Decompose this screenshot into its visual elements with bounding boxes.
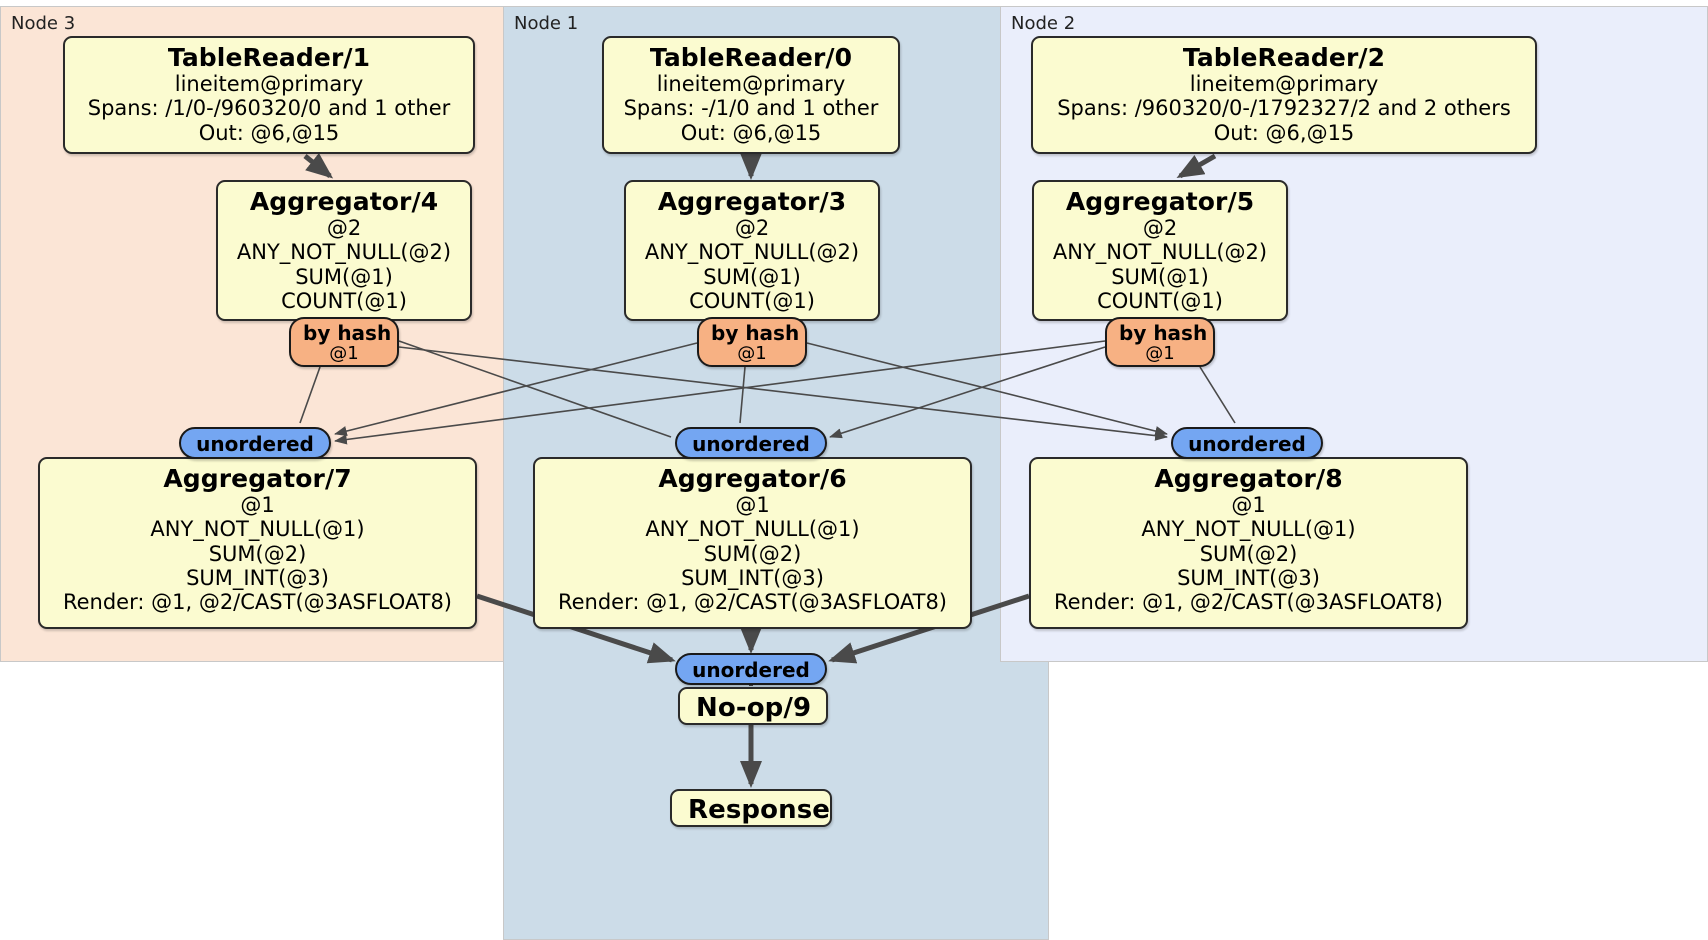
box-line: @2 <box>1142 216 1178 240</box>
box-line: ANY_NOT_NULL(@1) <box>150 517 365 542</box>
box-line: SUM(@2) <box>703 541 802 566</box>
box-title: No-op/9 <box>696 693 812 723</box>
box-line-render: Render: @1, @2/CAST(@3ASFLOAT8) <box>1053 590 1444 615</box>
processor-box-aggregator-5[interactable]: Aggregator/5 @2 ANY_NOT_NULL(@2) SUM(@1)… <box>1032 180 1288 321</box>
processor-box-aggregator-3[interactable]: Aggregator/3 @2 ANY_NOT_NULL(@2) SUM(@1)… <box>624 180 880 321</box>
box-line: SUM_INT(@3) <box>1177 566 1320 591</box>
box-line: SUM(@1) <box>1111 264 1209 289</box>
unordered-synchronizer-aggregator-7[interactable]: unordered <box>179 427 331 459</box>
processor-box-response[interactable]: Response <box>670 789 832 827</box>
box-line: ANY_NOT_NULL(@1) <box>1141 517 1356 542</box>
box-line: COUNT(@1) <box>1097 289 1223 314</box>
node-panel-label: Node 3 <box>11 13 76 34</box>
box-line: ANY_NOT_NULL(@2) <box>644 240 860 265</box>
processor-box-noop-9[interactable]: No-op/9 <box>678 687 828 725</box>
box-line: SUM_INT(@3) <box>186 566 329 591</box>
box-line: ANY_NOT_NULL(@2) <box>236 240 452 265</box>
unordered-label: unordered <box>196 432 314 456</box>
hash-router-aggregator-5[interactable]: by hash @1 <box>1105 317 1215 367</box>
box-title: TableReader/2 <box>1182 43 1386 72</box>
unordered-label: unordered <box>692 658 810 682</box>
box-line: COUNT(@1) <box>281 289 407 314</box>
processor-box-aggregator-4[interactable]: Aggregator/4 @2 ANY_NOT_NULL(@2) SUM(@1)… <box>216 180 472 321</box>
hash-router-label: by hash <box>303 321 392 345</box>
box-line: lineitem@primary <box>656 72 846 96</box>
box-title: TableReader/0 <box>649 43 853 72</box>
unordered-synchronizer-aggregator-8[interactable]: unordered <box>1171 427 1323 459</box>
box-line: SUM(@2) <box>1199 541 1298 566</box>
box-title: Aggregator/3 <box>657 187 847 216</box>
box-line-render: Render: @1, @2/CAST(@3ASFLOAT8) <box>62 590 453 615</box>
box-line: lineitem@primary <box>1189 72 1379 96</box>
hash-router-aggregator-4[interactable]: by hash @1 <box>289 317 399 367</box>
box-line: @2 <box>326 216 362 240</box>
box-line: SUM(@1) <box>703 264 801 289</box>
node-panel-label: Node 1 <box>514 13 579 34</box>
node-panel-label: Node 2 <box>1011 13 1076 34</box>
hash-router-column: @1 <box>329 343 359 364</box>
processor-box-aggregator-6[interactable]: Aggregator/6 @1 ANY_NOT_NULL(@1) SUM(@2)… <box>533 457 972 629</box>
hash-router-aggregator-3[interactable]: by hash @1 <box>697 317 807 367</box>
box-title: Aggregator/5 <box>1065 187 1255 216</box>
unordered-synchronizer-aggregator-6[interactable]: unordered <box>675 427 827 459</box>
box-line-render: Render: @1, @2/CAST(@3ASFLOAT8) <box>557 590 948 615</box>
processor-box-tablereader-0[interactable]: TableReader/0 lineitem@primary Spans: -/… <box>602 36 900 154</box>
box-title: TableReader/1 <box>167 43 371 72</box>
box-line: SUM_INT(@3) <box>681 566 824 591</box>
box-line: Spans: /960320/0-/1792327/2 and 2 others <box>1057 96 1511 121</box>
processor-box-tablereader-2[interactable]: TableReader/2 lineitem@primary Spans: /9… <box>1031 36 1537 154</box>
processor-box-aggregator-7[interactable]: Aggregator/7 @1 ANY_NOT_NULL(@1) SUM(@2)… <box>38 457 477 629</box>
processor-box-tablereader-1[interactable]: TableReader/1 lineitem@primary Spans: /1… <box>63 36 475 154</box>
box-title: Aggregator/7 <box>163 464 352 493</box>
hash-router-label: by hash <box>711 321 800 345</box>
box-line: SUM(@2) <box>208 541 307 566</box>
unordered-synchronizer-noop-9[interactable]: unordered <box>675 653 827 685</box>
box-line: ANY_NOT_NULL(@2) <box>1052 240 1268 265</box>
hash-router-column: @1 <box>1145 343 1175 364</box>
box-title: Aggregator/8 <box>1154 464 1343 493</box>
processor-box-aggregator-8[interactable]: Aggregator/8 @1 ANY_NOT_NULL(@1) SUM(@2)… <box>1029 457 1468 629</box>
box-line: Out: @6,@15 <box>680 120 822 145</box>
box-line: Out: @6,@15 <box>1213 120 1355 145</box>
box-line: @1 <box>1231 493 1266 517</box>
box-title: Aggregator/6 <box>658 464 847 493</box>
hash-router-column: @1 <box>737 343 767 364</box>
unordered-label: unordered <box>692 432 810 456</box>
box-line: SUM(@1) <box>295 264 393 289</box>
box-line: Out: @6,@15 <box>198 120 340 145</box>
box-line: Spans: -/1/0 and 1 other <box>623 96 879 121</box>
box-line: Spans: /1/0-/960320/0 and 1 other <box>87 96 451 121</box>
box-line: @2 <box>734 216 770 240</box>
box-line: @1 <box>240 493 275 517</box>
box-title: Aggregator/4 <box>249 187 439 216</box>
box-line: ANY_NOT_NULL(@1) <box>645 517 860 542</box>
box-line: @1 <box>735 493 770 517</box>
box-line: lineitem@primary <box>174 72 364 96</box>
unordered-label: unordered <box>1188 432 1306 456</box>
hash-router-label: by hash <box>1119 321 1208 345</box>
box-title: Response <box>688 795 831 825</box>
box-line: COUNT(@1) <box>689 289 815 314</box>
